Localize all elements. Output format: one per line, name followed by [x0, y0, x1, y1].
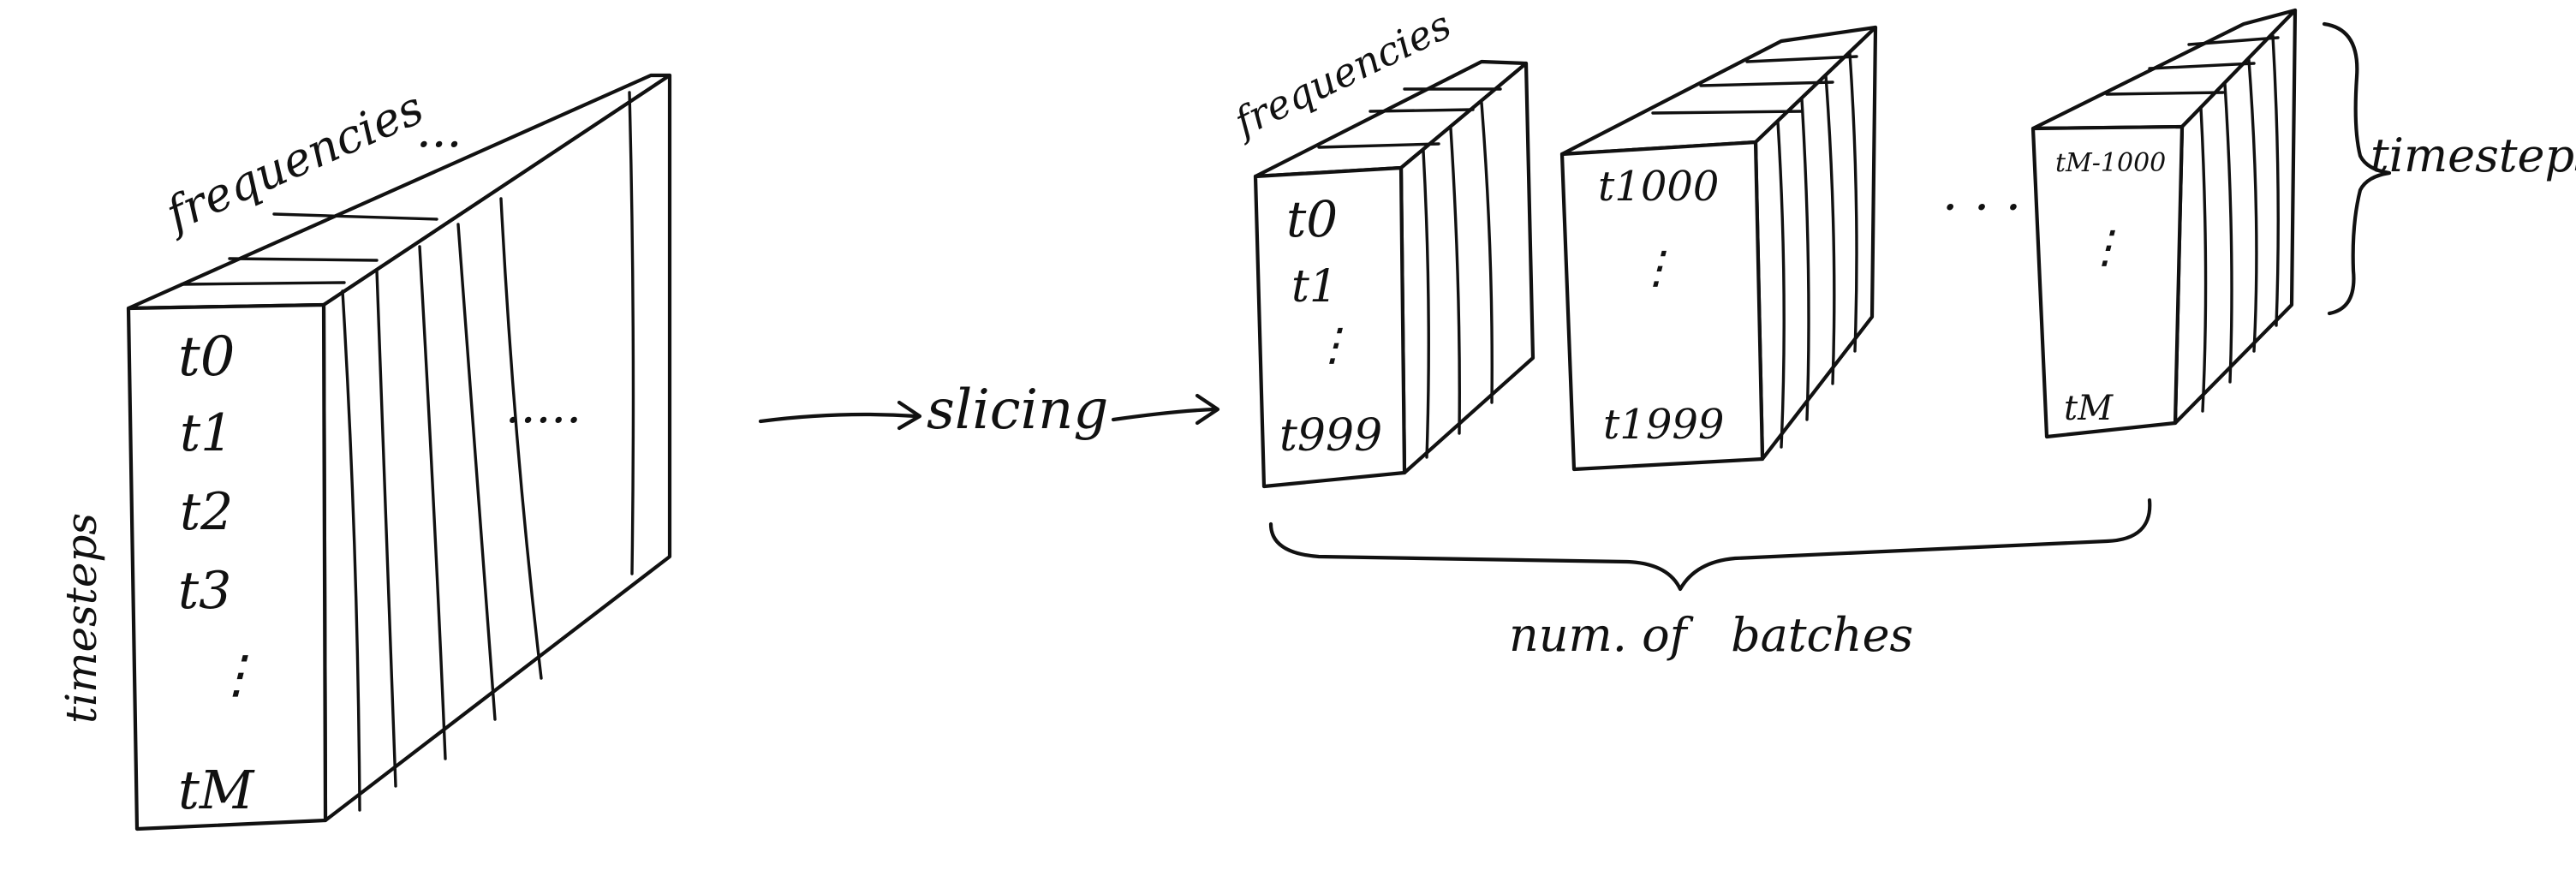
row-label: t0 — [178, 325, 235, 389]
right-brace — [2322, 21, 2392, 316]
batch-3-dots: ⋮ — [2083, 222, 2127, 273]
batch-1-second-row: t1 — [1291, 261, 1338, 313]
batch-2-dots: ⋮ — [1634, 242, 1679, 294]
arrow-right-head — [1195, 393, 1220, 426]
batch-1-first-row: t0 — [1286, 190, 1338, 248]
full-spectrogram-block: frequencies timesteps ··· ····· t0 t1 t2… — [57, 73, 672, 831]
num-batches-label: num. of batches — [1509, 608, 1913, 662]
batch-1-slices — [1422, 101, 1494, 459]
batch-3-front-face — [2030, 124, 2185, 439]
full-block-top-stripes — [180, 212, 438, 286]
num-batches-brace: num. of batches — [1268, 498, 2152, 662]
batch-2-slices — [1776, 51, 1858, 449]
batch-block-1: frequencies t0 t1 ⋮ t999 — [1225, 1, 1535, 489]
batch-block-2: t1000 ⋮ t1999 — [1559, 25, 1878, 472]
slicing-label: slicing — [927, 378, 1108, 442]
batch-3-top-stripes — [2105, 36, 2280, 96]
batch-2-last-row: t1999 — [1603, 401, 1724, 449]
row-label: t3 — [178, 561, 231, 621]
row-label: t1 — [180, 403, 233, 463]
arrow-left-shaft — [758, 412, 919, 424]
full-block-front-face — [126, 302, 328, 831]
batch-1-dots: ⋮ — [1310, 319, 1355, 371]
batch-3-first-row: tM-1000 — [2055, 148, 2166, 178]
arrow-left-head — [897, 400, 922, 431]
batch-1-top-stripes — [1317, 87, 1502, 149]
full-block-timesteps-label: timesteps — [57, 513, 106, 724]
batch-2-front-face — [1559, 140, 1765, 472]
batch-2-first-row: t1000 — [1598, 163, 1719, 211]
batch-3-slices — [2199, 34, 2280, 413]
full-block-column-ellipsis-top: ··· — [416, 117, 462, 173]
row-label: ⋮ — [211, 645, 262, 705]
bottom-brace — [1268, 498, 2152, 592]
batch-timesteps-label: timesteps — [2370, 128, 2576, 182]
slicing-process: slicing — [758, 378, 1220, 442]
timesteps-brace: timesteps — [2322, 21, 2576, 316]
batch-1-front-face — [1253, 165, 1407, 489]
full-block-slices — [341, 91, 635, 812]
full-block-row-labels: t0 t1 t2 t3 ⋮ tM — [178, 325, 262, 821]
arrow-right-shaft — [1111, 407, 1217, 422]
full-block-column-ellipsis-middle: ····· — [505, 393, 581, 449]
batch-block-3: tM-1000 ⋮ tM — [2030, 8, 2298, 439]
between-batches-ellipsis: · · · — [1942, 178, 2021, 236]
batch-3-last-row: tM — [2064, 389, 2114, 428]
row-label: t2 — [180, 482, 233, 542]
batch-2-top-stripes — [1651, 55, 1858, 115]
row-label: tM — [178, 759, 255, 821]
batch-1-last-row: t999 — [1279, 410, 1382, 462]
